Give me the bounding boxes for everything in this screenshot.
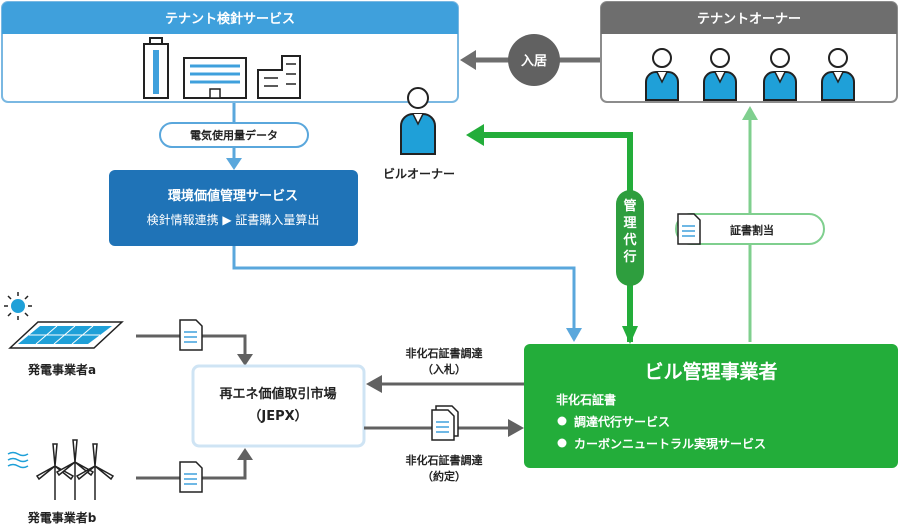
env-value-service-box: 環境価値管理サービス 検針情報連携 ▶ 証書購入量算出: [109, 170, 358, 246]
building-owner-label: ビルオーナー: [383, 166, 455, 181]
generator-b-label: 発電事業者b: [27, 510, 97, 525]
agency-label: 管理代行: [622, 198, 636, 265]
generator-a-label: 発電事業者a: [27, 362, 96, 377]
agency-arrow: [466, 124, 644, 344]
wind-turbine-icon: [35, 439, 115, 500]
contract-line1: 非化石証書調達: [406, 453, 483, 467]
tenant-owner-title: テナントオーナー: [697, 12, 801, 27]
move-in-badge: [508, 34, 560, 86]
building-mgmt-item: 調達代行サービス: [574, 414, 670, 429]
contract-arrow: [364, 405, 524, 441]
office-building-icon: [183, 57, 247, 99]
building-icon: [143, 37, 169, 99]
contract-line2: （約定）: [422, 469, 466, 483]
wind-icon: [7, 451, 29, 469]
generator-b-connector: [136, 448, 253, 493]
tenant-person-icon: [703, 48, 737, 101]
jepx-box: 再エネ価値取引市場 （JEPX）: [191, 364, 366, 448]
solar-panel-icon: [8, 321, 124, 349]
bullet-icon: [557, 438, 567, 448]
cert-allocation-label: 証書割当: [730, 223, 774, 237]
move-in-label: 入居: [521, 54, 547, 69]
tenant-person-icon: [763, 48, 797, 101]
cert-allocation-pill: [675, 213, 825, 245]
jepx-line2: （JEPX）: [248, 408, 307, 424]
move-in-arrow: 入居: [460, 34, 600, 86]
bullet-icon: [557, 416, 567, 426]
sun-icon: [4, 292, 32, 320]
document-icon: [179, 461, 203, 493]
tenant-owner-box: テナントオーナー: [600, 1, 898, 103]
env-service-title: 環境価値管理サービス: [168, 188, 298, 204]
svg-text:管理代行: 管理代行: [622, 198, 636, 265]
bid-line1: 非化石証書調達: [406, 346, 483, 360]
building-mgmt-item: カーボンニュートラル実現サービス: [574, 436, 766, 451]
document-stack-icon: [431, 405, 459, 441]
env-to-mgmt-connector: [232, 246, 582, 342]
document-icon: [677, 213, 701, 245]
building-owner-icon: [400, 87, 436, 155]
bid-line2: （入札）: [422, 362, 466, 376]
tenant-service-box: テナント検針サービス: [1, 1, 459, 103]
tenant-person-icon: [821, 48, 855, 101]
document-icon: [179, 319, 203, 351]
electricity-data-label: 電気使用量データ: [190, 128, 278, 142]
building-management-box: ビル管理事業者 非化石証書 調達代行サービス カーボンニュートラル実現サービス: [524, 344, 898, 468]
electricity-data-pill: [159, 122, 309, 148]
building-mgmt-section: 非化石証書: [556, 392, 616, 407]
jepx-line1: 再エネ価値取引市場: [219, 386, 336, 402]
electricity-data-connector: 電気使用量データ: [159, 103, 309, 170]
bid-arrow: [366, 375, 524, 393]
stepped-building-icon: [257, 55, 301, 99]
cert-allocation-arrow: 証書割当: [675, 106, 825, 342]
env-service-subtitle: 検針情報連携 ▶ 証書購入量算出: [147, 212, 320, 227]
generator-a-connector: [136, 319, 253, 366]
tenant-person-icon: [645, 48, 679, 101]
tenant-service-title: テナント検針サービス: [165, 11, 295, 27]
building-mgmt-title: ビル管理事業者: [644, 360, 777, 383]
agency-badge: [616, 190, 644, 286]
